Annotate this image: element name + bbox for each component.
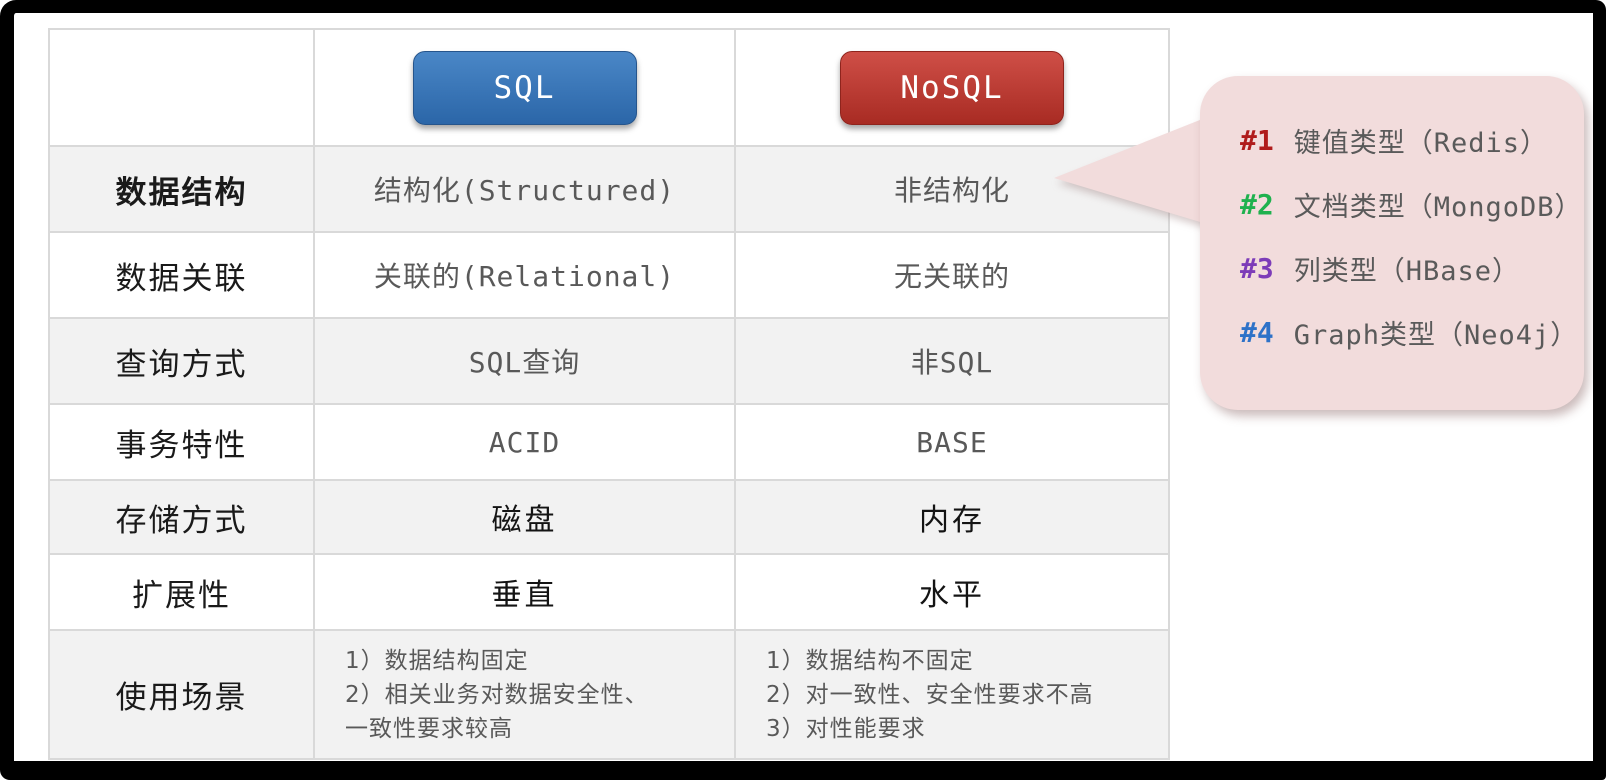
row-5-label: 存储方式 xyxy=(50,481,315,555)
callout-item-3: #3 列类型（HBase） xyxy=(1240,236,1584,300)
header-nosql-cell: NoSQL xyxy=(736,30,1168,147)
row-3-nosql-value: 非SQL xyxy=(736,319,1168,405)
sql-badge: SQL xyxy=(412,50,637,125)
callout-number-3: #3 xyxy=(1240,251,1274,285)
row-3-label: 查询方式 xyxy=(50,319,315,405)
callout-text-3: 列类型（HBase） xyxy=(1293,255,1520,287)
row-2-nosql-value: 无关联的 xyxy=(736,233,1168,319)
callout-tail xyxy=(1054,112,1220,228)
header-empty-cell xyxy=(50,30,315,147)
nosql-use-case-list: 1）数据结构不固定 2）对一致性、安全性要求不高 3）对性能要求 xyxy=(766,647,1094,742)
callout-text-4: Graph类型（Neo4j） xyxy=(1293,319,1579,351)
row-2-sql-value: 关联的(Relational) xyxy=(315,233,736,319)
callout-text-2: 文档类型（MongoDB） xyxy=(1293,191,1583,223)
row-4-label: 事务特性 xyxy=(50,405,315,481)
header-sql-cell: SQL xyxy=(315,30,736,147)
row-5-nosql-value: 内存 xyxy=(736,481,1168,555)
row-4-nosql-value: BASE xyxy=(736,405,1168,481)
row-7-label: 使用场景 xyxy=(50,631,315,758)
row-6-nosql-value: 水平 xyxy=(736,555,1168,631)
row-6-label: 扩展性 xyxy=(50,555,315,631)
row-7-nosql-value: 1）数据结构不固定 2）对一致性、安全性要求不高 3）对性能要求 xyxy=(736,631,1168,758)
nosql-badge: NoSQL xyxy=(840,50,1064,125)
row-2-label: 数据关联 xyxy=(50,233,315,319)
callout-number-1: #1 xyxy=(1240,123,1274,157)
callout-item-4: #4 Graph类型（Neo4j） xyxy=(1240,300,1584,364)
sql-use-case-list: 1）数据结构固定 2）相关业务对数据安全性、 一致性要求较高 xyxy=(345,647,649,742)
row-1-label: 数据结构 xyxy=(50,147,315,233)
sql-nosql-comparison-table: SQL NoSQL 数据结构 结构化(Structured) 非结构化 数据关联… xyxy=(48,28,1170,760)
callout-item-1: #1 键值类型（Redis） xyxy=(1240,108,1584,172)
row-6-sql-value: 垂直 xyxy=(315,555,736,631)
nosql-types-callout: #1 键值类型（Redis） #2 文档类型（MongoDB） #3 列类型（H… xyxy=(1200,76,1584,410)
row-4-sql-value: ACID xyxy=(315,405,736,481)
callout-item-2: #2 文档类型（MongoDB） xyxy=(1240,172,1584,236)
row-1-sql-value: 结构化(Structured) xyxy=(315,147,736,233)
callout-number-2: #2 xyxy=(1240,187,1274,221)
callout-text-1: 键值类型（Redis） xyxy=(1293,127,1548,159)
row-7-sql-value: 1）数据结构固定 2）相关业务对数据安全性、 一致性要求较高 xyxy=(315,631,736,758)
row-3-sql-value: SQL查询 xyxy=(315,319,736,405)
row-5-sql-value: 磁盘 xyxy=(315,481,736,555)
callout-number-4: #4 xyxy=(1240,315,1274,349)
